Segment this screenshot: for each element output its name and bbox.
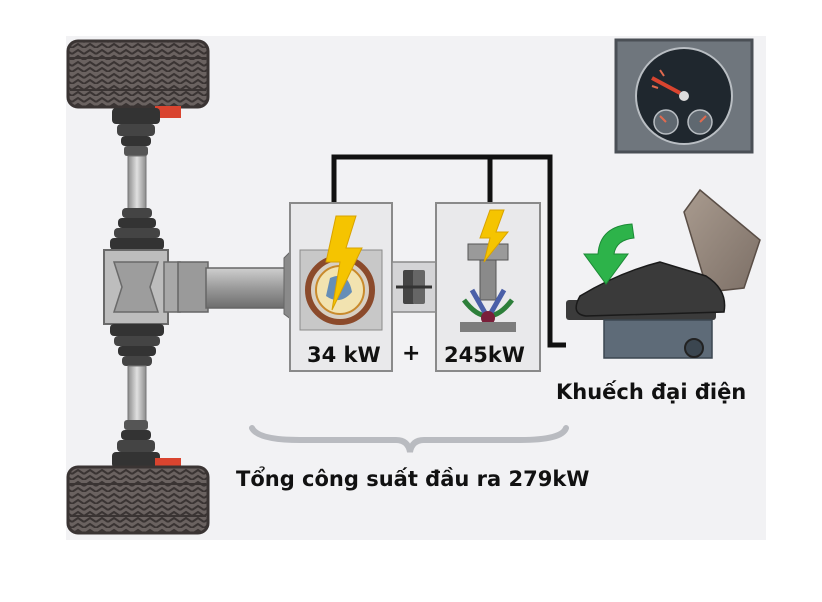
electric-boost-caption: Khuếch đại điện: [556, 380, 747, 404]
sum-bracket: [249, 425, 569, 453]
control-wiring: [331, 154, 566, 348]
differential: [103, 249, 181, 325]
foot: [575, 188, 761, 317]
engine-box: [435, 202, 541, 372]
clutch: [391, 261, 437, 313]
electric-power-label: 34 kW: [307, 343, 381, 367]
top-wheel: [66, 39, 210, 109]
bottom-cv-boot: [110, 324, 164, 366]
press-arrow-icon: [583, 223, 635, 285]
bottom-wheel: [66, 465, 210, 535]
top-drive-shaft: [127, 155, 147, 213]
total-output-caption: Tổng công suất đầu ra 279kW: [236, 467, 590, 491]
gauge-panel: [614, 38, 754, 154]
bottom-drive-shaft: [127, 365, 147, 423]
plus-sign: +: [402, 341, 421, 366]
top-cv-boot: [110, 208, 164, 250]
lightning-bolt-icon: [325, 215, 363, 311]
top-axle-joint: [112, 106, 181, 156]
spark-icon: [479, 209, 510, 263]
engine-power-label: 245kW: [444, 343, 525, 367]
